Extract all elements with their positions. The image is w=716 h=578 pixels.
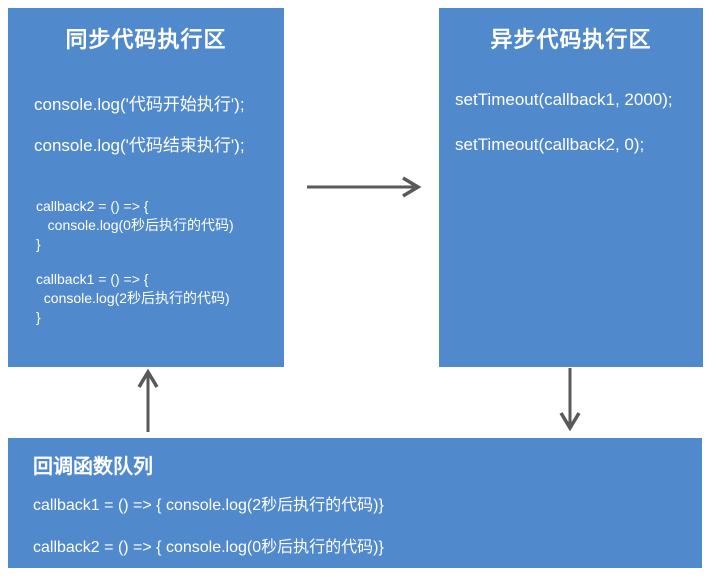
code-line: callback2 = () => { console.log(0秒后执行的代码… bbox=[33, 539, 384, 556]
arrow-right-icon bbox=[307, 176, 422, 198]
code-line: } bbox=[36, 236, 41, 252]
code-line: console.log(0秒后执行的代码) bbox=[36, 217, 234, 233]
callback1-definition-block: callback1 = () => { console.log(2秒后执行的代码… bbox=[8, 270, 284, 327]
async-execution-box: 异步代码执行区 setTimeout(callback1, 2000); set… bbox=[439, 8, 703, 367]
code-line: console.log('代码开始执行'); bbox=[34, 95, 245, 114]
queue-code-block: callback1 = () => { console.log(2秒后执行的代码… bbox=[8, 491, 702, 557]
sync-console-block: console.log('代码开始执行'); console.log('代码结束… bbox=[8, 90, 284, 156]
sync-box-title: 同步代码执行区 bbox=[65, 27, 227, 52]
code-line: console.log(2秒后执行的代码) bbox=[36, 290, 230, 306]
arrow-down-icon bbox=[559, 368, 581, 432]
code-line: setTimeout(callback2, 0); bbox=[455, 135, 645, 154]
code-line: callback1 = () => { bbox=[36, 271, 149, 287]
code-line: callback1 = () => { console.log(2秒后执行的代码… bbox=[33, 497, 384, 514]
async-box-title: 异步代码执行区 bbox=[490, 27, 652, 52]
code-line: setTimeout(callback1, 2000); bbox=[455, 90, 673, 109]
arrow-up-icon bbox=[137, 368, 159, 432]
callback-queue-box: 回调函数队列 callback1 = () => { console.log(2… bbox=[8, 438, 702, 568]
code-line: } bbox=[36, 309, 41, 325]
queue-box-title: 回调函数队列 bbox=[33, 456, 153, 478]
code-line: callback2 = () => { bbox=[36, 198, 149, 214]
callback2-definition-block: callback2 = () => { console.log(0秒后执行的代码… bbox=[8, 197, 284, 254]
sync-execution-box: 同步代码执行区 console.log('代码开始执行'); console.l… bbox=[8, 8, 284, 367]
code-line: console.log('代码结束执行'); bbox=[34, 136, 245, 155]
async-code-block: setTimeout(callback1, 2000); setTimeout(… bbox=[439, 90, 703, 155]
